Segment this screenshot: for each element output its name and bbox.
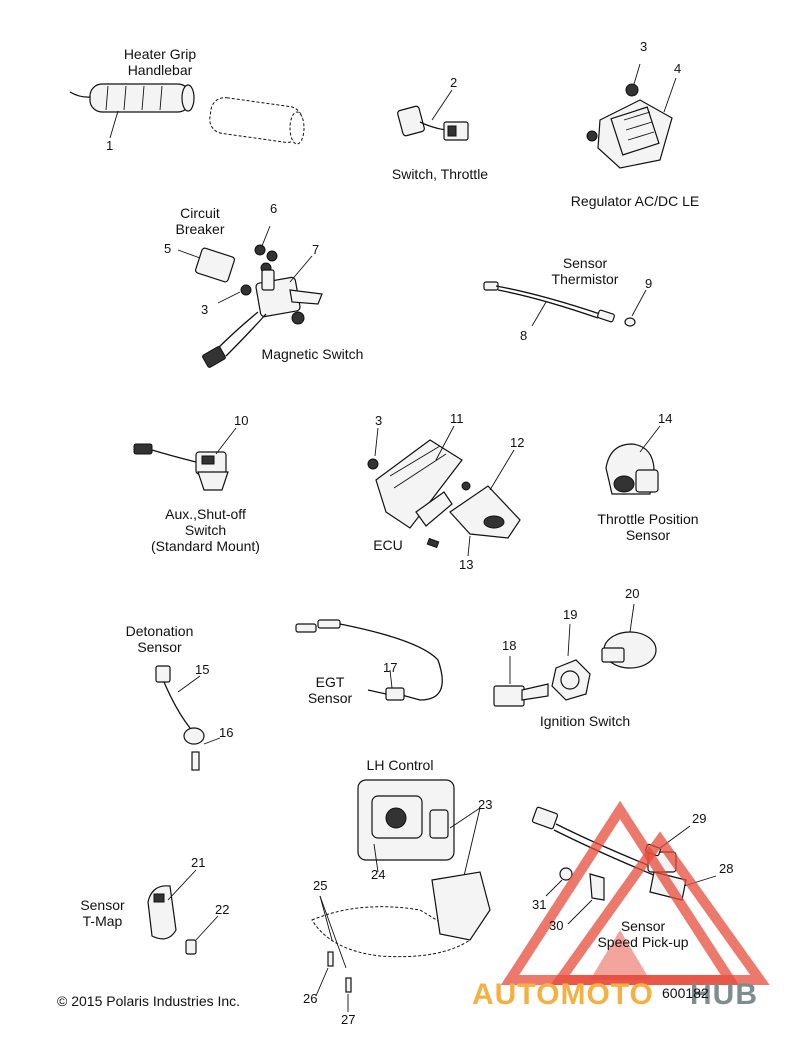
watermark-text-b: HUB [690,978,758,1011]
throttle-switch-illustration [397,89,469,141]
callout-4: 4 [674,61,682,76]
label-sensor-tmap: Sensor T-Map [80,897,125,929]
callout-12: 12 [510,435,525,450]
label-sensor-thermistor: Sensor Thermistor [551,255,619,287]
callout-13: 13 [459,557,474,572]
callout-3-magnetic: 3 [201,302,209,317]
detonation-sensor-illustration [155,665,221,771]
heater-grip-illustration [69,83,305,145]
callout-11: 11 [450,411,464,426]
label-aux-shutoff: Aux.,Shut-off Switch (Standard Mount) [151,506,260,554]
label-switch-throttle: Switch, Throttle [391,166,489,182]
ecu-illustration [367,425,521,557]
copyright-text: © 2015 Polaris Industries Inc. [57,993,241,1009]
label-ecu: ECU [373,537,403,553]
lh-control-illustration [311,779,491,1012]
aux-shutoff-switch-illustration [133,427,237,491]
callout-22: 22 [215,902,230,917]
callout-3-regulator: 3 [640,39,648,54]
label-egt-sensor: EGT Sensor [307,674,353,706]
callout-10: 10 [234,413,249,428]
label-regulator: Regulator AC/DC LE [570,193,700,209]
callout-7: 7 [312,242,320,257]
callout-29: 29 [692,811,707,826]
callout-5: 5 [164,241,172,256]
label-heater-grip: Heater Grip Handlebar [123,46,197,78]
watermark-text-a: AUTOMOTO [472,978,654,1011]
label-circuit-breaker: Circuit Breaker [175,205,225,237]
callout-9: 9 [645,276,653,291]
label-magnetic-switch: Magnetic Switch [261,346,364,362]
label-throttle-position: Throttle Position Sensor [597,511,699,543]
egt-sensor-illustration [295,619,443,701]
magnetic-switch-illustration [177,225,323,368]
tmap-sensor-illustration [147,869,219,955]
callout-6: 6 [270,201,278,216]
callout-19: 19 [563,607,578,622]
callout-24: 24 [371,867,386,882]
callout-20: 20 [625,586,640,601]
callout-27: 27 [341,1012,356,1027]
callout-3-ecu: 3 [375,413,383,428]
label-speed-pickup: Sensor Speed Pick-up [597,918,689,950]
watermark-logo-icon [500,800,770,985]
callout-16: 16 [219,725,234,740]
callout-23: 23 [478,797,493,812]
callout-26: 26 [303,991,318,1006]
callout-14: 14 [658,411,673,426]
label-ignition-switch: Ignition Switch [539,713,631,729]
callout-21: 21 [191,855,206,870]
callout-1: 1 [106,138,114,153]
callout-8: 8 [520,328,528,343]
thermistor-illustration [483,281,647,327]
callout-18: 18 [502,638,517,653]
label-detonation-sensor: Detonation Sensor [125,623,194,655]
callout-28: 28 [719,861,734,876]
throttle-position-sensor-illustration [605,425,661,495]
callout-30: 30 [549,918,564,933]
callout-25: 25 [313,878,328,893]
regulator-illustration [586,63,677,169]
callout-15: 15 [195,662,210,677]
label-lh-control: LH Control [366,757,434,773]
callout-2: 2 [450,75,458,90]
figure-number: 600182 [662,985,709,1001]
ignition-switch-illustration [493,603,657,707]
callout-17: 17 [383,660,398,675]
callout-31: 31 [532,897,547,912]
